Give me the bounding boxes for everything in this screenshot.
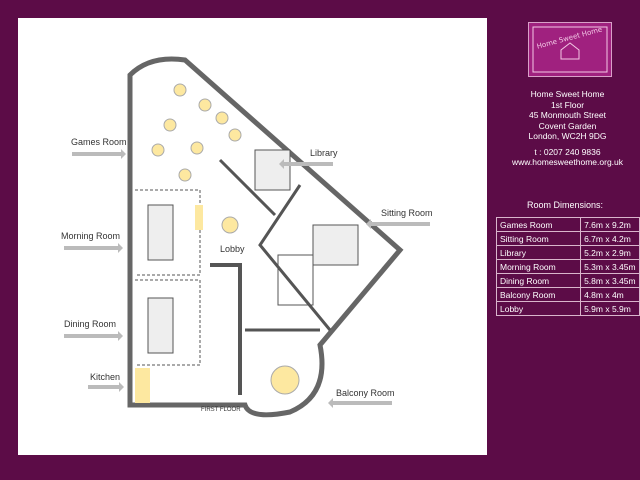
cell-size: 5.8m x 3.45m xyxy=(580,273,640,288)
cell-size: 5.3m x 3.45m xyxy=(580,259,640,274)
outer-wall xyxy=(127,56,404,418)
arrow-icon xyxy=(64,243,123,253)
cell-room: Games Room xyxy=(495,217,582,232)
cell-room: Morning Room xyxy=(495,259,582,274)
arrow-icon xyxy=(88,382,124,392)
cell-size: 5.2m x 2.9m xyxy=(580,245,640,260)
label-dining-room: Dining Room xyxy=(64,319,117,329)
label-games-room: Games Room xyxy=(71,137,127,147)
area: Covent Garden xyxy=(538,120,597,131)
logo: Home Sweet Home xyxy=(528,22,612,77)
cell-size: 6.7m x 4.2m xyxy=(580,231,640,246)
floorplan-panel: Games Room Library Sitting Room Morning … xyxy=(18,18,487,455)
dimensions-title: Room Dimensions: xyxy=(526,200,604,210)
label-balcony-room: Balcony Room xyxy=(336,388,395,398)
floor-name: 1st Floor xyxy=(550,99,585,110)
house-logo-icon: Home Sweet Home xyxy=(532,25,608,73)
label-library: Library xyxy=(310,148,338,158)
cell-room: Balcony Room xyxy=(495,287,582,302)
cell-room: Sitting Room xyxy=(495,231,582,246)
label-floor: FIRST FLOOR xyxy=(201,407,241,413)
city: London, WC2H 9DG xyxy=(528,131,607,141)
arrow-icon xyxy=(328,398,392,408)
contact-info: Home Sweet Home 1st Floor 45 Monmouth St… xyxy=(495,89,640,168)
svg-text:Home Sweet Home: Home Sweet Home xyxy=(536,25,603,50)
cell-size: 4.8m x 4m xyxy=(580,287,640,302)
label-kitchen: Kitchen xyxy=(90,372,121,382)
business-name: Home Sweet Home xyxy=(530,89,605,99)
cell-room: Lobby xyxy=(495,301,582,316)
arrow-icon xyxy=(64,331,123,341)
label-sitting-room: Sitting Room xyxy=(381,208,433,218)
website-link[interactable]: www.homesweethome.org.uk xyxy=(511,157,624,167)
cell-room: Dining Room xyxy=(495,273,582,288)
arrow-icon xyxy=(366,219,430,229)
label-morning-room: Morning Room xyxy=(61,231,121,241)
label-lobby: Lobby xyxy=(220,244,245,254)
cell-size: 5.9m x 5.9m xyxy=(580,301,640,316)
cell-room: Library xyxy=(495,245,582,260)
arrow-icon xyxy=(72,149,126,159)
arrow-icon xyxy=(279,159,333,169)
floorplan-drawing xyxy=(127,56,404,418)
street: 45 Monmouth Street xyxy=(528,110,606,120)
phone: t : 0207 240 9836 xyxy=(534,146,601,157)
cell-size: 7.6m x 9.2m xyxy=(580,217,640,232)
